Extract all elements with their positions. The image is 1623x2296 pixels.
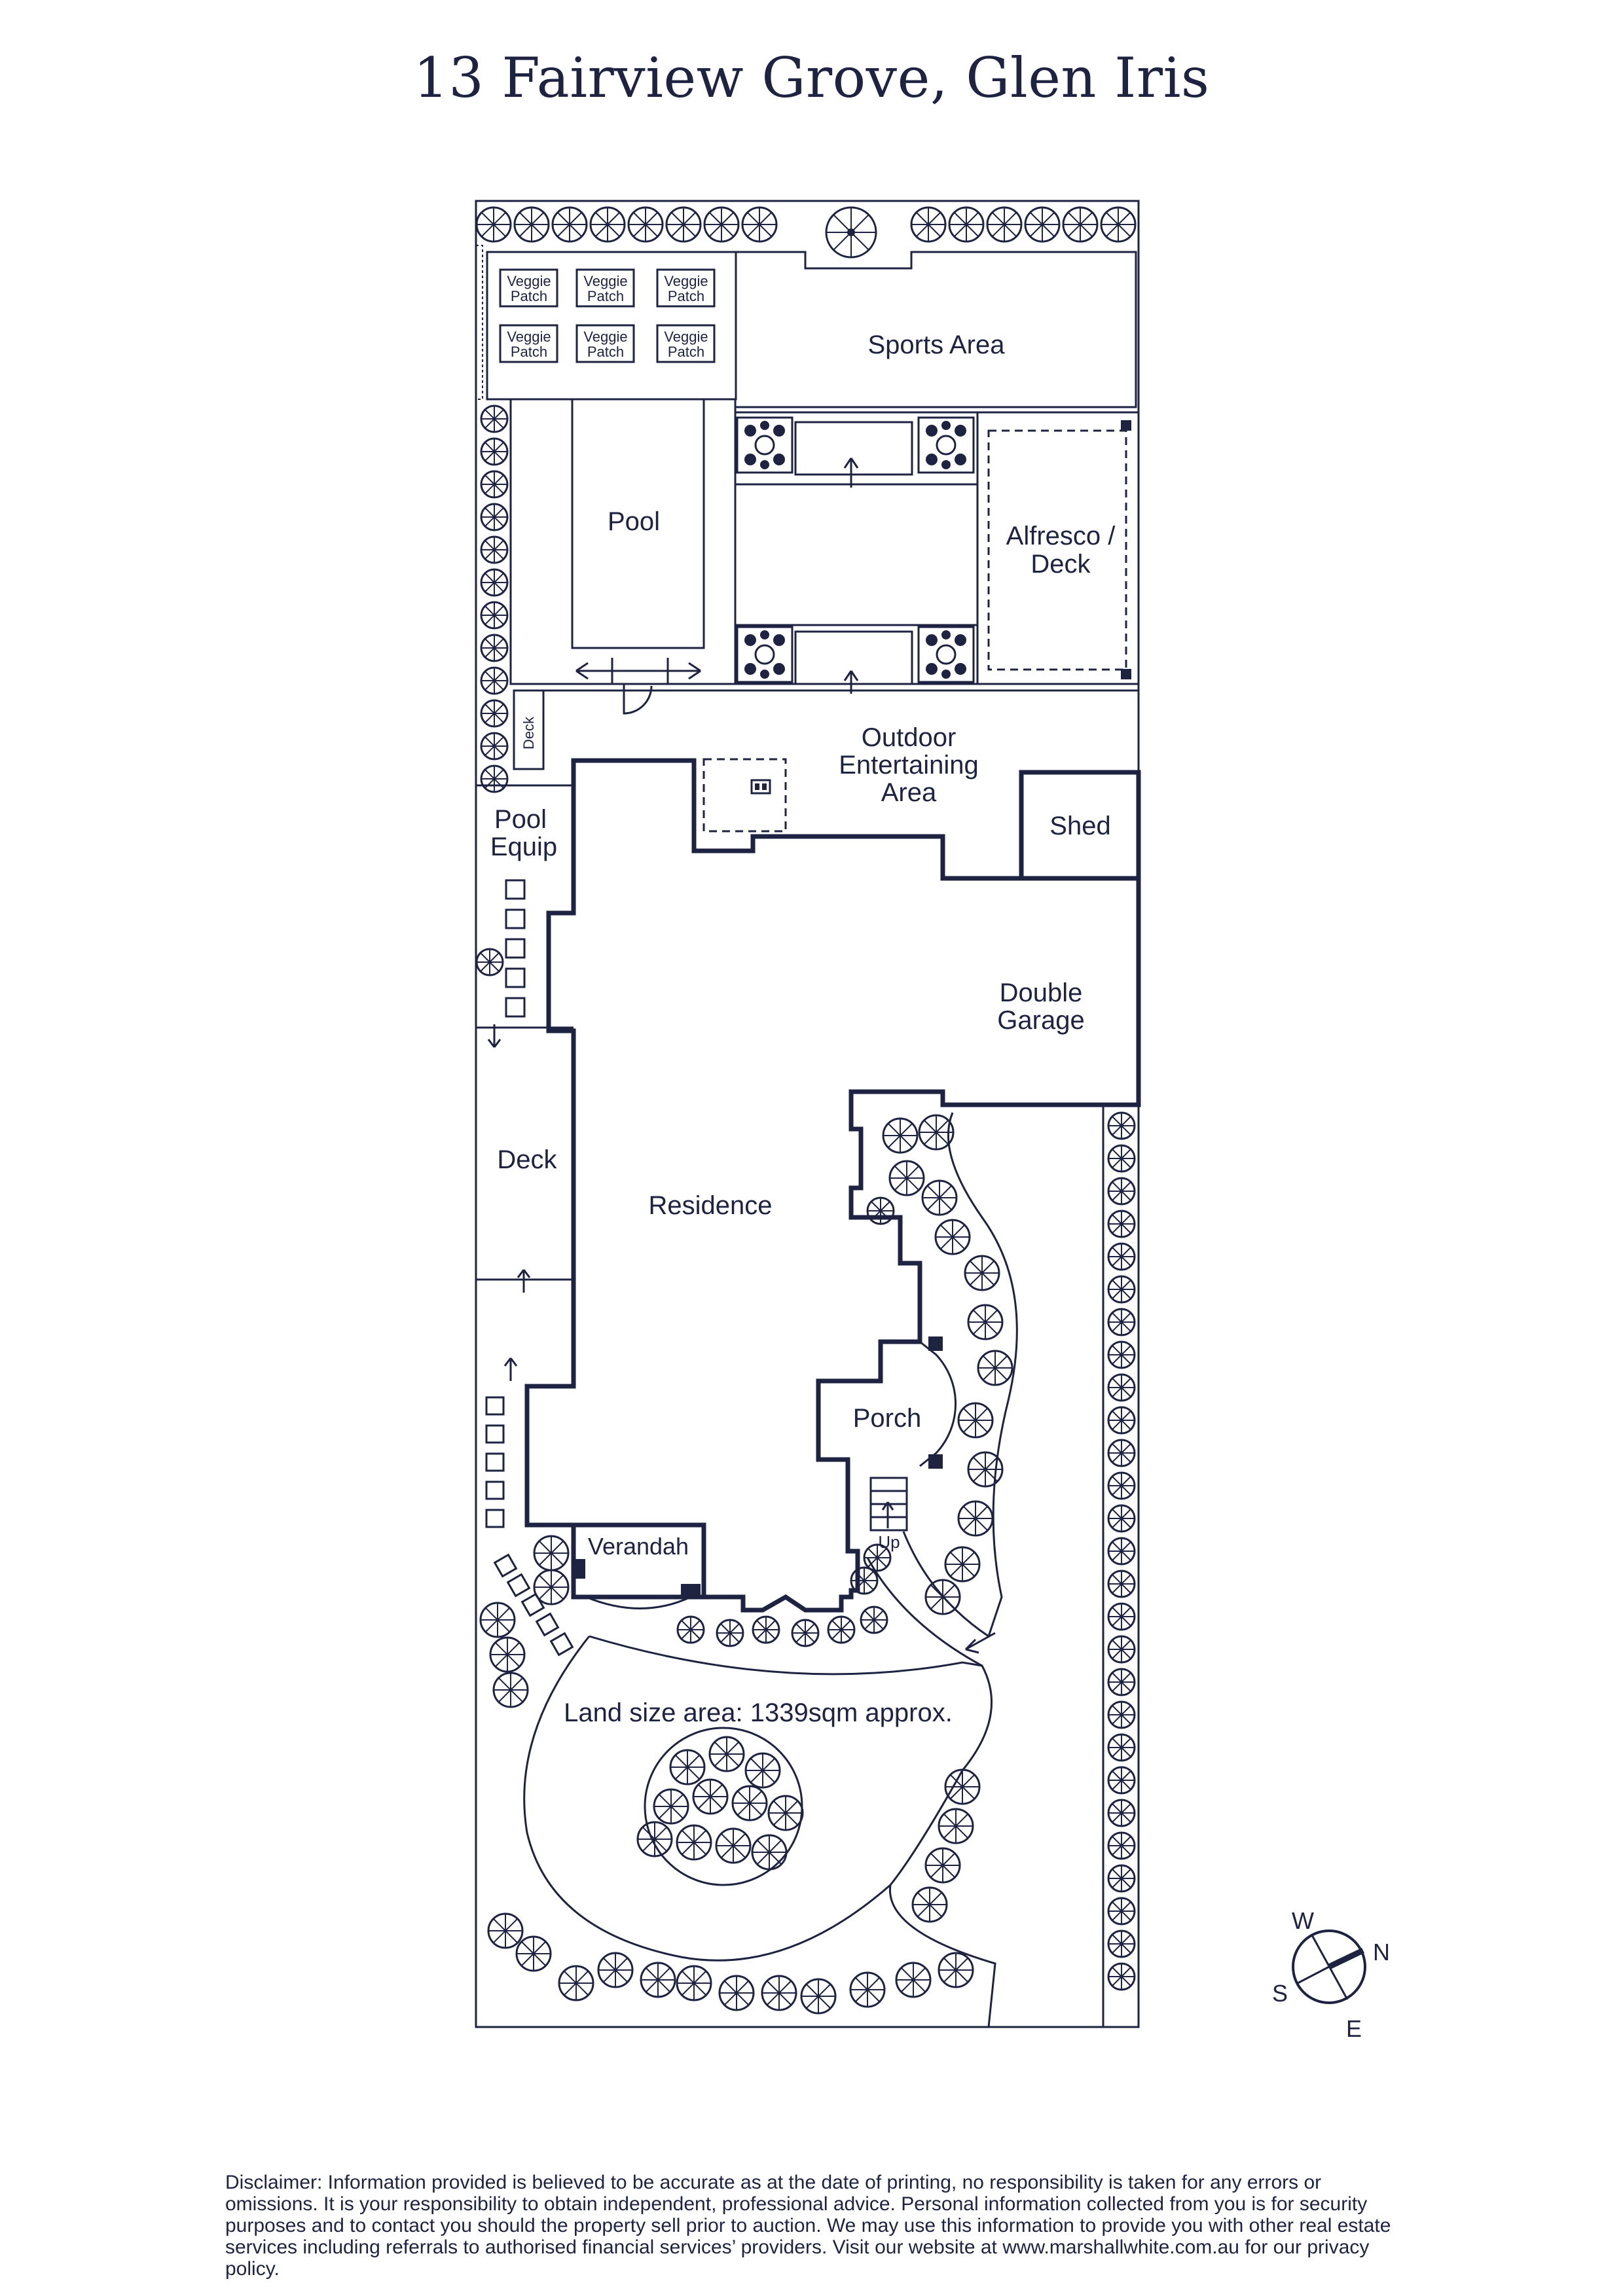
porch-up-label: Up	[878, 1532, 900, 1552]
land-size-label: Land size area: 1339sqm approx.	[564, 1698, 953, 1727]
veggie-label-line1: Veggie	[507, 273, 551, 289]
stepping-stones	[493, 1553, 574, 1657]
alfresco-deck: Alfresco /Deck	[976, 411, 1140, 685]
west-deck: Deck	[476, 1024, 574, 1528]
veggie-label-line2: Patch	[511, 344, 547, 360]
veggie-label-line1: Veggie	[664, 329, 708, 345]
porch-label: Porch	[853, 1404, 922, 1433]
tree-column-east	[1107, 1111, 1136, 1991]
garage-label-line2: Garage	[997, 1006, 1084, 1035]
compass-s: S	[1272, 1980, 1288, 2007]
veggie-label-line2: Patch	[587, 344, 624, 360]
veggie-label-line2: Patch	[511, 288, 547, 304]
veggie-label-line2: Patch	[587, 288, 624, 304]
compass: W N S E	[1272, 1907, 1390, 2042]
sports-area: Sports Area	[736, 251, 1137, 408]
svg-text:Alfresco /Deck: Alfresco /Deck	[1006, 522, 1116, 579]
residence-label: Residence	[648, 1191, 772, 1220]
outdoor-label-line1: Outdoor	[862, 723, 957, 752]
porch: Porch Up	[853, 1336, 957, 1552]
veggie-garden	[475, 245, 737, 401]
lawn	[523, 1635, 996, 2028]
driveway	[866, 1105, 1104, 2027]
tree-column-pool	[480, 404, 509, 793]
sports-area-label: Sports Area	[867, 331, 1005, 359]
verandah-label: Verandah	[588, 1533, 689, 1560]
alfresco-label-line2: Deck	[1030, 550, 1091, 579]
property-boundary	[475, 200, 1140, 2028]
garage-label-line1: Double	[1000, 978, 1083, 1007]
verandah: Verandah	[571, 1522, 706, 1609]
tree-row-top	[475, 206, 1137, 259]
page-title: 13 Fairview Grove, Glen Iris	[413, 46, 1210, 110]
tree-cluster	[636, 1727, 804, 1886]
outdoor-label-line2: Entertaining	[839, 751, 978, 780]
small-deck: Deck	[513, 689, 545, 770]
terrace	[734, 411, 979, 694]
compass-e: E	[1346, 2015, 1362, 2042]
pool-equip-label-line1: Pool	[494, 805, 547, 834]
residence: Residence	[524, 758, 1141, 1613]
pool-label: Pool	[608, 507, 660, 536]
shed: Shed	[1019, 770, 1141, 881]
veggie-label-line1: Veggie	[507, 329, 551, 345]
shed-label: Shed	[1049, 812, 1110, 840]
compass-w: W	[1292, 1907, 1314, 1934]
veggie-label-line1: Veggie	[583, 273, 627, 289]
veggie-label-line1: Veggie	[664, 273, 708, 289]
alfresco-label-line1: Alfresco /	[1006, 522, 1116, 550]
pool-area: Pool	[509, 398, 737, 715]
veggie-label-line2: Patch	[668, 288, 704, 304]
veggie-label-line1: Veggie	[583, 329, 627, 345]
garden-trees	[479, 1114, 1013, 2015]
disclaimer-text: Disclaimer: Information provided is beli…	[225, 2172, 1391, 2280]
compass-n: N	[1373, 1939, 1390, 1965]
outdoor-label-line3: Area	[881, 778, 937, 807]
veggie-label-line2: Patch	[668, 344, 704, 360]
deck-label: Deck	[497, 1145, 557, 1174]
small-deck-label: Deck	[520, 716, 537, 749]
pool-equip-label-line2: Equip	[490, 833, 557, 861]
